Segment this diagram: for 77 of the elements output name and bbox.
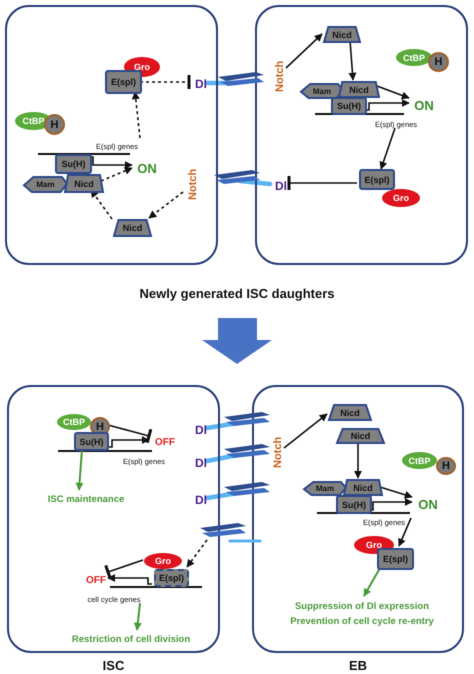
protein-trapezoid: Nicd xyxy=(324,27,360,42)
protein-trapezoid: Nicd xyxy=(337,429,384,443)
protein-circle: H xyxy=(428,52,449,72)
arrow xyxy=(398,518,412,547)
inhibition-line xyxy=(104,559,144,580)
protein-box: Su(H) xyxy=(55,154,92,174)
receptor-drawing xyxy=(224,412,272,427)
outcome-label: ISC maintenance xyxy=(36,492,136,506)
inhibition-line xyxy=(108,424,152,444)
receptor-label: Notch xyxy=(272,54,288,98)
ligand-line xyxy=(238,178,272,186)
arrow xyxy=(134,602,142,631)
arrow xyxy=(100,167,133,182)
protein-ellipse: Gro xyxy=(144,553,182,569)
protein-box: Su(H) xyxy=(336,495,372,514)
ligand-label: Dl xyxy=(191,492,211,508)
cell-label: EB xyxy=(348,658,368,673)
protein-box: E(spl) xyxy=(359,169,395,190)
protein-circle: H xyxy=(436,457,456,475)
cell-outline xyxy=(5,5,218,265)
protein-pentagon: Mam xyxy=(304,482,346,495)
arrow xyxy=(365,99,410,111)
protein-box: Su(H) xyxy=(331,97,367,115)
protein-trapezoid: Nicd xyxy=(65,175,103,192)
protein-trapezoid: Nicd xyxy=(329,405,371,420)
state-label: OFF xyxy=(82,572,110,588)
protein-box: E(spl) xyxy=(154,569,189,587)
outcome-label: Prevention of cell cycle re-entry xyxy=(290,615,434,629)
protein-ellipse: CtBP xyxy=(396,49,432,66)
title: Newly generated ISC daughters xyxy=(138,286,336,301)
cell-label: ISC xyxy=(102,658,126,673)
protein-circle: H xyxy=(44,114,65,135)
ligand-label: Dl xyxy=(191,455,211,471)
ligand-label: Dl xyxy=(191,76,211,92)
receptor-drawing xyxy=(214,170,262,185)
arrow xyxy=(132,91,141,138)
protein-pentagon: Mam xyxy=(301,84,343,98)
arrow xyxy=(76,448,84,491)
protein-pentagon: Mam xyxy=(24,177,67,192)
arrow xyxy=(107,574,152,585)
outcome-label: Restriction of cell division xyxy=(57,632,205,646)
arrow xyxy=(380,486,413,499)
protein-ellipse: Gro xyxy=(382,189,420,207)
arrow xyxy=(284,413,328,449)
arrow xyxy=(370,498,413,511)
arrow xyxy=(363,568,381,597)
inhibition-line xyxy=(140,75,190,89)
arrow xyxy=(285,33,323,69)
protein-ellipse: CtBP xyxy=(57,414,91,430)
protein-box: E(spl) xyxy=(105,70,142,94)
receptor-drawing xyxy=(218,72,266,87)
protein-trapezoid: Nicd xyxy=(114,220,151,236)
state-label: ON xyxy=(134,159,160,177)
arrow xyxy=(380,128,396,170)
protein-trapezoid: Nicd xyxy=(344,480,382,495)
arrow xyxy=(90,156,133,169)
receptor-drawing xyxy=(224,444,272,459)
arrow xyxy=(376,85,410,100)
protein-box: E(spl) xyxy=(377,548,414,570)
protein-ellipse: CtBP xyxy=(402,452,437,469)
state-label: ON xyxy=(411,96,437,114)
ligand-label: Dl xyxy=(191,422,211,438)
receptor-drawing xyxy=(200,523,262,545)
receptor-drawing xyxy=(224,482,272,497)
arrow xyxy=(186,540,208,568)
state-label: OFF xyxy=(151,434,179,450)
ligand-label: Dl xyxy=(271,178,291,194)
arrow xyxy=(107,436,150,448)
state-label: ON xyxy=(414,495,442,513)
receptor-label: Notch xyxy=(270,430,286,474)
protein-box: Su(H) xyxy=(74,432,109,451)
inhibition-line xyxy=(288,176,357,190)
cell-outline xyxy=(255,5,468,265)
protein-trapezoid: Nicd xyxy=(339,82,379,97)
receptor-label: Notch xyxy=(185,162,201,206)
outcome-label: Suppression of Dl expression xyxy=(294,600,430,614)
arrow xyxy=(148,191,184,219)
